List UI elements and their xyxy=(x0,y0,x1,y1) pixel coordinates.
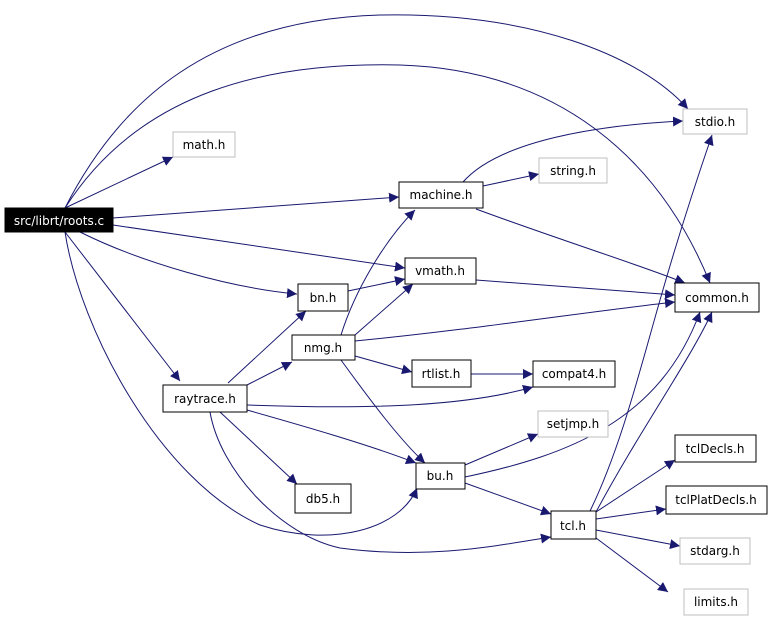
edge-tcl-to-tclDecls xyxy=(595,459,676,513)
node-label: db5.h xyxy=(306,492,340,506)
node-machine-h[interactable]: machine.h xyxy=(398,181,484,209)
node-string-h[interactable]: string.h xyxy=(538,157,608,184)
edge-bn-to-vmath xyxy=(347,276,406,292)
node-vmath-h[interactable]: vmath.h xyxy=(404,257,477,285)
edge-tcl-to-stdarg xyxy=(595,529,681,550)
node-label: raytrace.h xyxy=(174,392,236,406)
edge-tcl-to-tclPlatDecls xyxy=(595,505,667,520)
edge-roots-to-stdio xyxy=(64,14,689,209)
node-raytrace-h[interactable]: raytrace.h xyxy=(162,384,248,413)
node-label: setjmp.h xyxy=(547,417,599,431)
edge-bu-to-tcl xyxy=(464,482,552,516)
node-label: bu.h xyxy=(427,469,454,483)
edge-machine-to-string xyxy=(482,171,540,187)
edge-tcl-to-limits xyxy=(595,537,669,593)
node-label: tcl.h xyxy=(560,519,586,533)
edge-raytrace-to-compat4 xyxy=(246,384,534,408)
edge-raytrace-to-db5 xyxy=(219,411,298,485)
edge-roots-to-common xyxy=(64,64,711,284)
edge-raytrace-to-tcl xyxy=(209,411,552,553)
node-label: bn.h xyxy=(310,291,337,305)
node-tclDecls-h[interactable]: tclDecls.h xyxy=(674,434,757,463)
edge-bu-to-setjmp xyxy=(464,433,539,466)
node-setjmp-h[interactable]: setjmp.h xyxy=(537,410,609,438)
node-stdio-h[interactable]: stdio.h xyxy=(682,108,748,135)
node-label: machine.h xyxy=(410,188,473,202)
edge-roots-to-vmath xyxy=(112,224,406,272)
node-bn-h[interactable]: bn.h xyxy=(297,283,349,312)
node-tclPlatDecls-h[interactable]: tclPlatDecls.h xyxy=(665,485,768,515)
edge-roots-to-math xyxy=(64,156,174,209)
node-db5-h[interactable]: db5.h xyxy=(294,483,352,514)
node-label: src/librt/roots.c xyxy=(14,214,104,228)
node-label: common.h xyxy=(685,291,749,305)
node-compat4-h[interactable]: compat4.h xyxy=(532,360,616,388)
node-tcl-h[interactable]: tcl.h xyxy=(550,510,597,540)
edge-machine-to-common xyxy=(475,208,686,284)
edge-machine-to-stdio xyxy=(462,116,684,183)
edge-roots-to-bu xyxy=(64,231,418,536)
node-nmg-h[interactable]: nmg.h xyxy=(291,334,356,361)
node-label: math.h xyxy=(183,138,226,152)
node-label: nmg.h xyxy=(304,341,342,355)
edge-raytrace-to-bu xyxy=(246,409,417,465)
node-label: stdarg.h xyxy=(690,544,740,558)
node-label: stdio.h xyxy=(695,115,735,129)
edge-raytrace-to-bn xyxy=(227,310,307,384)
node-bu-h[interactable]: bu.h xyxy=(415,462,466,490)
edge-roots-to-raytrace xyxy=(64,231,181,382)
node-label: tclDecls.h xyxy=(686,442,745,456)
edge-vmath-to-common xyxy=(475,279,676,300)
node-rtlist-h[interactable]: rtlist.h xyxy=(411,359,472,388)
node-label: string.h xyxy=(550,164,596,178)
edge-nmg-to-vmath xyxy=(354,283,414,336)
node-label: limits.h xyxy=(694,595,738,609)
edge-roots-to-machine xyxy=(112,192,400,219)
edge-roots-to-bn xyxy=(79,231,298,299)
edge-tcl-to-stdio xyxy=(589,134,714,512)
edge-nmg-to-common xyxy=(354,298,676,342)
node-label: rtlist.h xyxy=(422,367,461,381)
edge-nmg-to-machine xyxy=(340,209,416,336)
node-label: vmath.h xyxy=(415,264,465,278)
edge-nmg-to-bu xyxy=(340,359,426,464)
node-roots-c[interactable]: src/librt/roots.c xyxy=(4,207,114,233)
node-label: compat4.h xyxy=(542,367,606,381)
edge-nmg-to-rtlist xyxy=(354,355,413,375)
edge-raytrace-to-nmg xyxy=(244,361,293,387)
edge-tcl-to-common xyxy=(595,311,713,513)
node-common-h[interactable]: common.h xyxy=(674,282,760,313)
node-limits-h[interactable]: limits.h xyxy=(683,588,749,616)
node-label: tclPlatDecls.h xyxy=(675,493,757,507)
node-stdarg-h[interactable]: stdarg.h xyxy=(679,537,751,565)
node-math-h[interactable]: math.h xyxy=(172,131,236,158)
